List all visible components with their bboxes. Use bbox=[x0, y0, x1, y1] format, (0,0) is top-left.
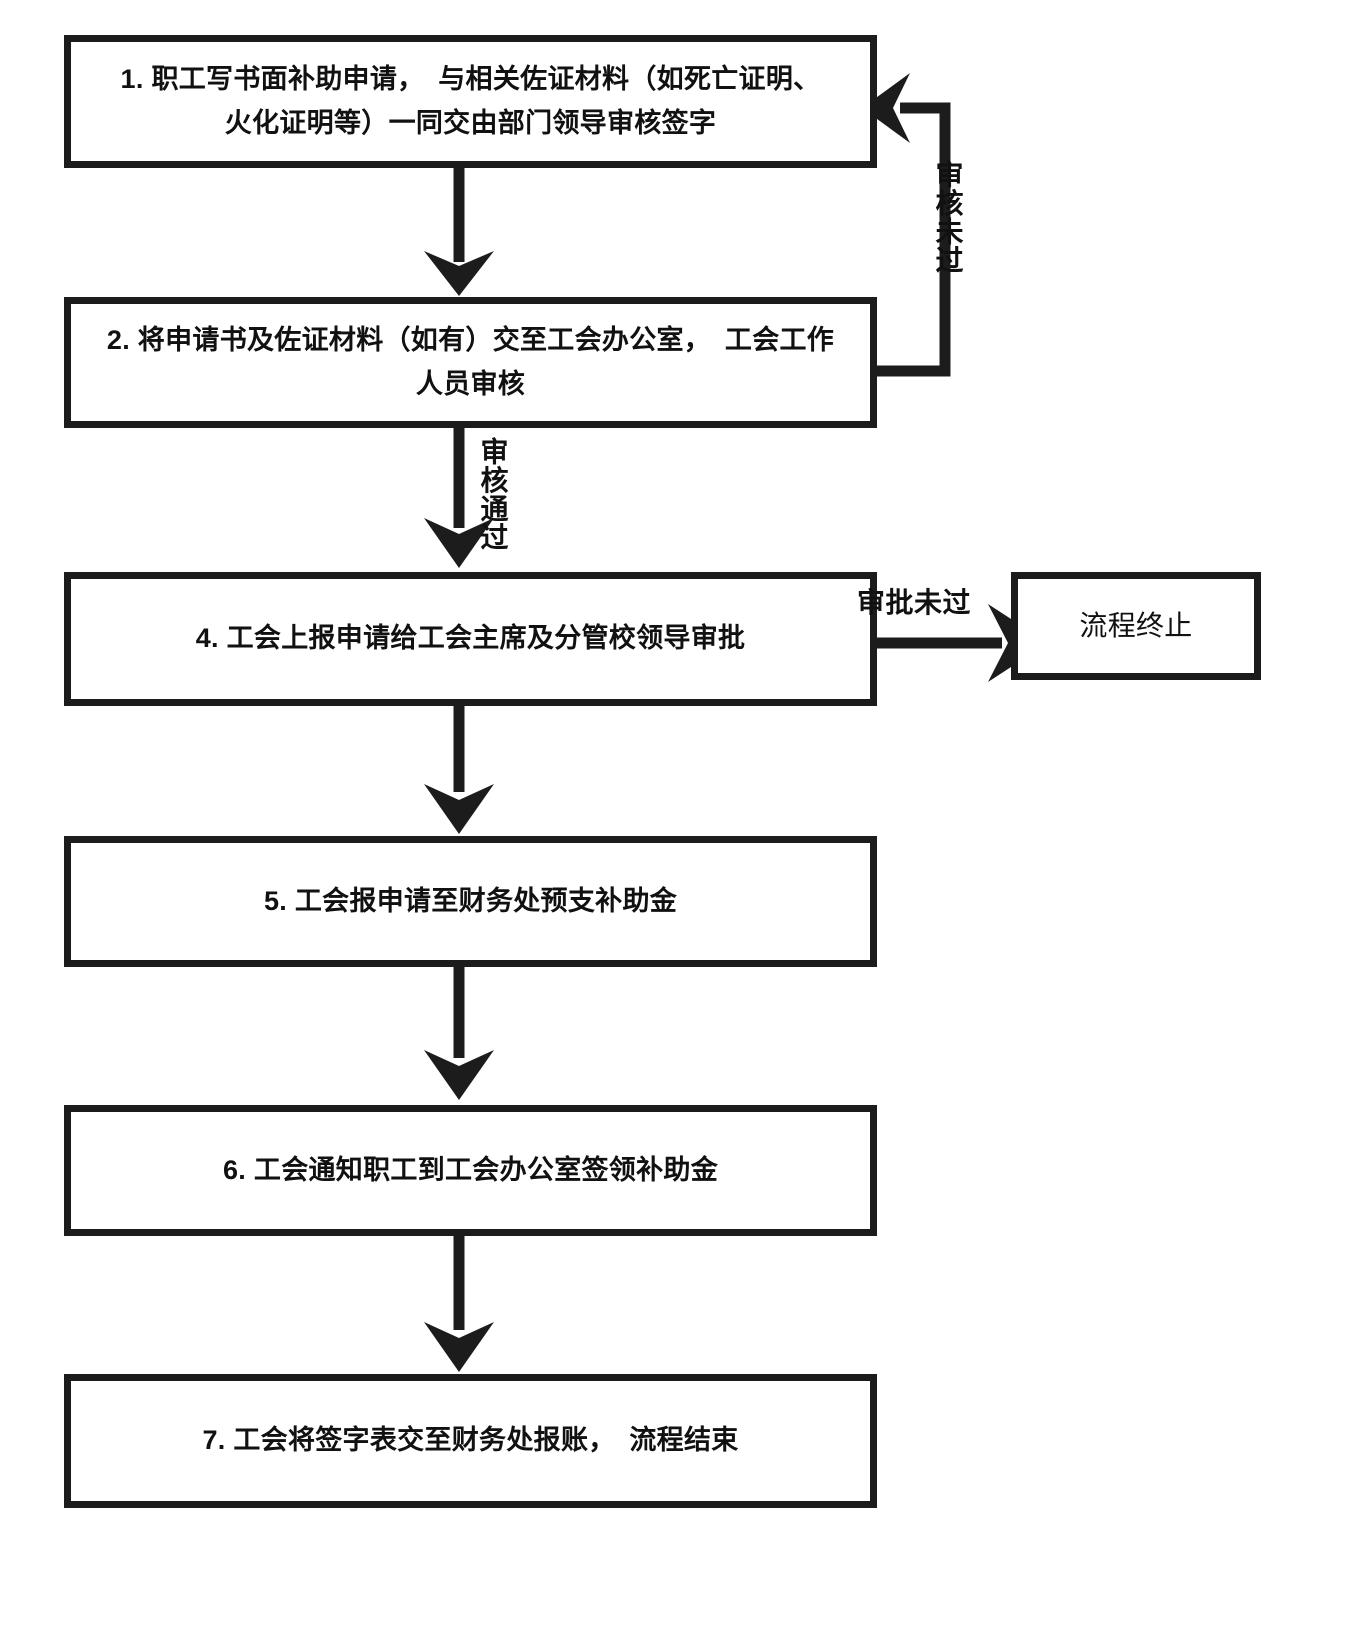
node-step7-label: 7. 工会将签字表交至财务处报账， 流程结束 bbox=[202, 1425, 739, 1456]
node-step6-label: 6. 工会通知职工到工会办公室签领补助金 bbox=[222, 1154, 719, 1185]
node-step1-label: 1. 职工写书面补助申请， 与相关佐证材料（如死亡证明、 火化证明等）一同交由部… bbox=[120, 63, 821, 138]
node-step4-label: 4. 工会上报申请给工会主席及分管校领导审批 bbox=[195, 623, 746, 654]
node-terminate-label: 流程终止 bbox=[1079, 610, 1193, 642]
node-terminate[interactable]: 流程终止 bbox=[1011, 572, 1261, 680]
edge-step1-to-step2 bbox=[424, 168, 494, 296]
node-step1[interactable]: 1. 职工写书面补助申请， 与相关佐证材料（如死亡证明、 火化证明等）一同交由部… bbox=[64, 35, 877, 168]
node-step5-label: 5. 工会报申请至财务处预支补助金 bbox=[263, 885, 678, 916]
node-step2[interactable]: 2. 将申请书及佐证材料（如有）交至工会办公室， 工会工作 人员审核 bbox=[64, 297, 877, 428]
edge-step5-to-step6 bbox=[424, 967, 494, 1100]
node-step2-label: 2. 将申请书及佐证材料（如有）交至工会办公室， 工会工作 人员审核 bbox=[106, 324, 835, 399]
edge-label-review-passed: 审核通过 bbox=[477, 437, 509, 551]
edge-step6-to-step7 bbox=[424, 1236, 494, 1372]
node-step4[interactable]: 4. 工会上报申请给工会主席及分管校领导审批 bbox=[64, 572, 877, 706]
edge-label-review-failed: 审核未过 bbox=[932, 160, 964, 274]
node-step7[interactable]: 7. 工会将签字表交至财务处报账， 流程结束 bbox=[64, 1374, 877, 1508]
node-step6[interactable]: 6. 工会通知职工到工会办公室签领补助金 bbox=[64, 1105, 877, 1236]
edge-step4-to-step5 bbox=[424, 706, 494, 834]
node-step5[interactable]: 5. 工会报申请至财务处预支补助金 bbox=[64, 836, 877, 967]
edge-label-approval-failed: 审批未过 bbox=[857, 587, 972, 618]
